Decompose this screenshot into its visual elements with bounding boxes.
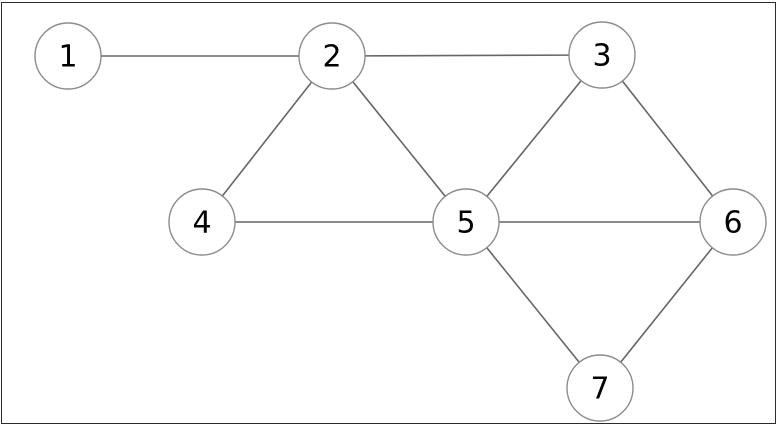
graph-node-2[interactable]: 2 bbox=[298, 22, 366, 90]
graph-node-5[interactable]: 5 bbox=[432, 188, 500, 256]
edge-layer bbox=[101, 54, 714, 363]
graph-node-1[interactable]: 1 bbox=[34, 22, 102, 90]
graph-edge-5-7 bbox=[486, 247, 580, 363]
graph-node-circle-7[interactable] bbox=[566, 354, 634, 422]
graph-node-label-5: 5 bbox=[456, 206, 475, 241]
graph-edge-2-4 bbox=[221, 81, 313, 197]
node-layer: 1 2 3 4 5 6 7 bbox=[34, 21, 767, 422]
graph-node-3[interactable]: 3 bbox=[568, 21, 636, 89]
graph-node-label-1: 1 bbox=[58, 40, 77, 75]
graph-node-7[interactable]: 7 bbox=[566, 354, 634, 422]
graph-edge-3-5 bbox=[486, 80, 582, 197]
graph-edge-2-3 bbox=[364, 54, 570, 57]
graph-node-circle-4[interactable] bbox=[168, 188, 236, 256]
graph-edge-6-7 bbox=[620, 247, 713, 363]
graph-node-circle-6[interactable] bbox=[699, 188, 767, 256]
graph-node-label-2: 2 bbox=[322, 40, 341, 75]
diagram-border bbox=[1, 2, 776, 424]
graph-node-4[interactable]: 4 bbox=[168, 188, 236, 256]
graph-node-label-3: 3 bbox=[592, 39, 611, 74]
graph-node-circle-2[interactable] bbox=[298, 22, 366, 90]
graph-node-6[interactable]: 6 bbox=[699, 188, 767, 256]
graph-node-circle-3[interactable] bbox=[568, 21, 636, 89]
graph-node-label-6: 6 bbox=[723, 206, 742, 241]
graph-node-circle-1[interactable] bbox=[34, 22, 102, 90]
graph-node-label-4: 4 bbox=[192, 206, 211, 241]
graph-edge-2-5 bbox=[352, 81, 446, 197]
graph-edge-3-6 bbox=[621, 80, 714, 197]
graph-node-label-7: 7 bbox=[590, 372, 609, 407]
graph-node-circle-5[interactable] bbox=[432, 188, 500, 256]
